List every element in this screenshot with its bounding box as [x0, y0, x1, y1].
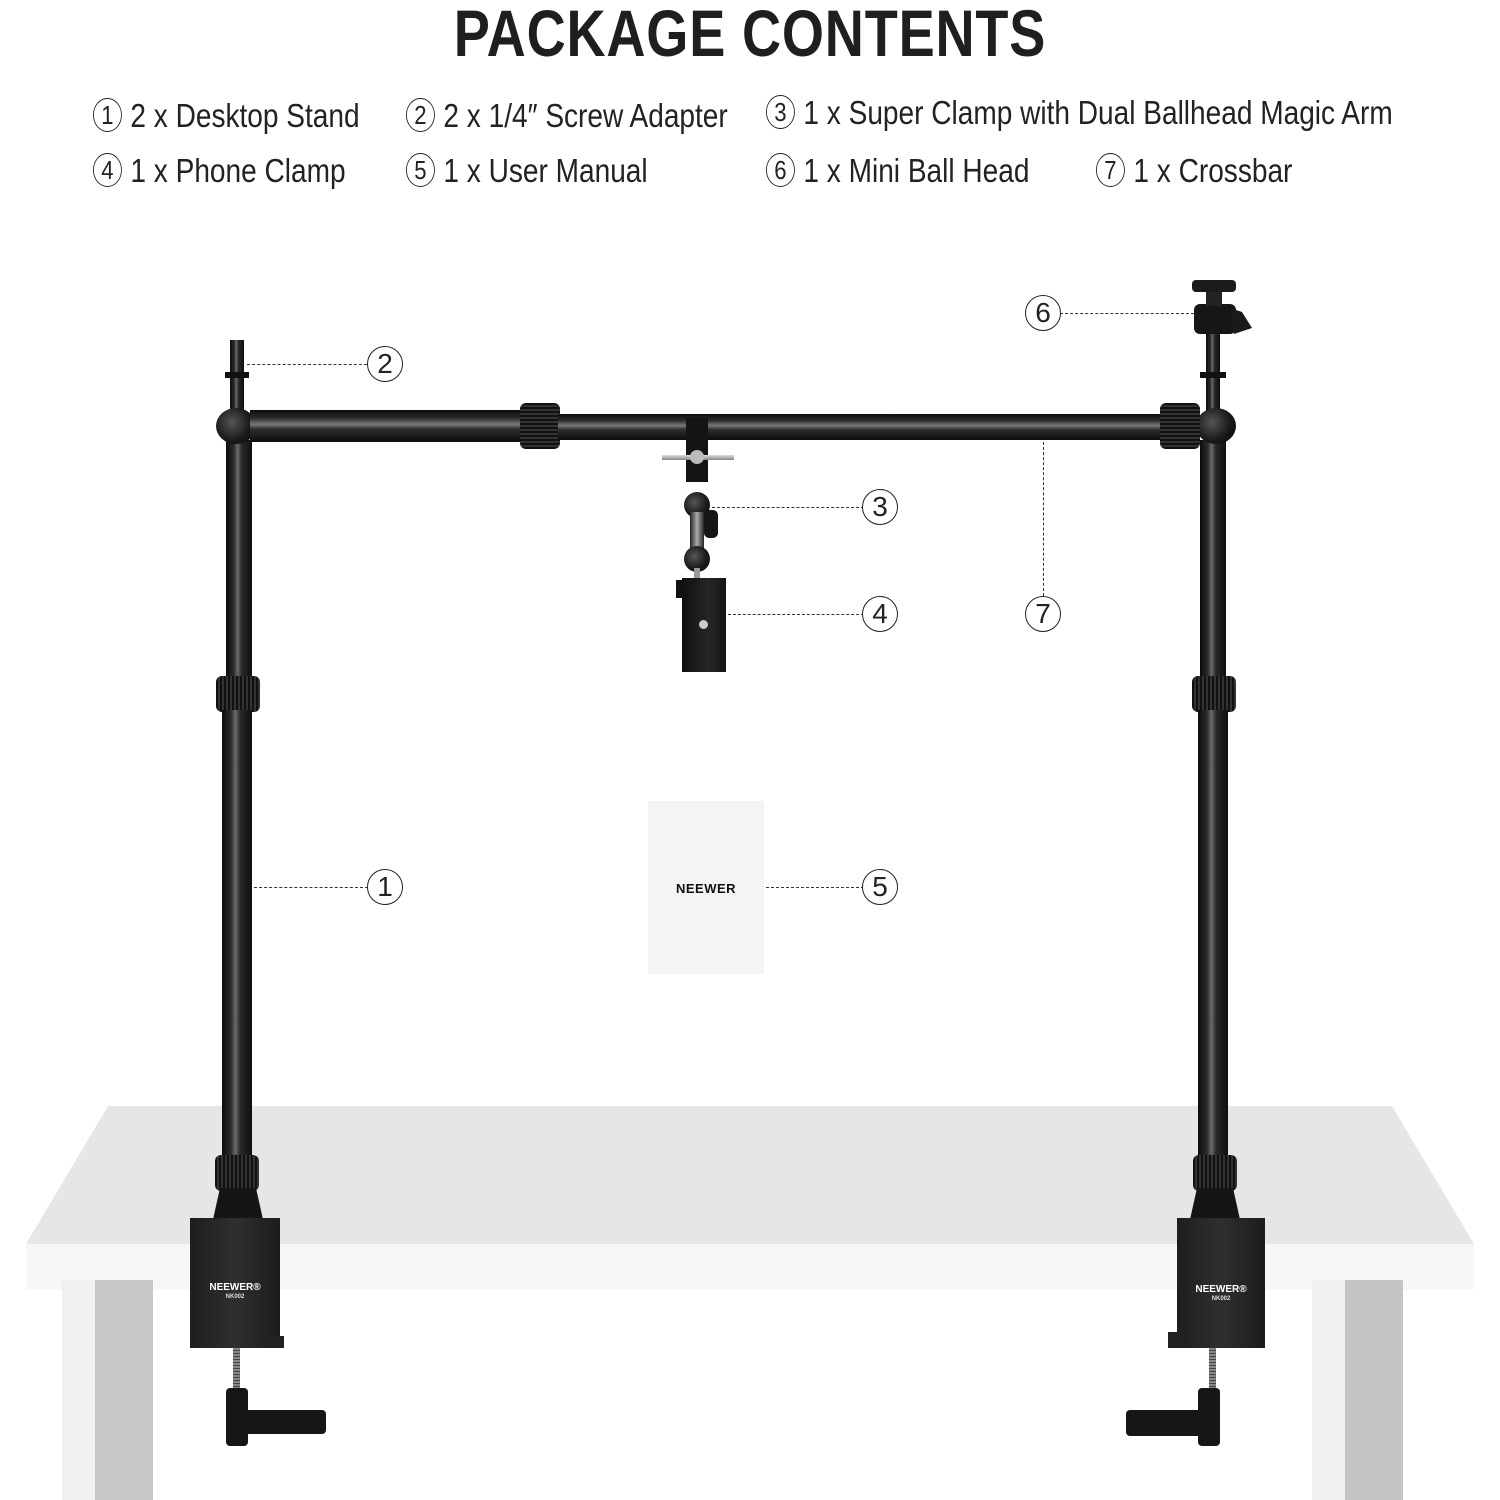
callout-line-2: [247, 364, 367, 365]
left-adapter-ring: [225, 372, 249, 378]
legend-label: 1 x Phone Clamp: [130, 152, 346, 189]
left-stand-upper-tube: [226, 440, 252, 680]
number-3-icon: 3: [766, 95, 795, 130]
legend-label: 2 x 1/4″ Screw Adapter: [443, 97, 728, 134]
clamp-brand: NEEWER®: [1195, 1284, 1247, 1295]
callout-line-3: [712, 507, 864, 508]
legend-label: 1 x Crossbar: [1133, 152, 1293, 189]
phone-clamp: [682, 578, 726, 672]
callout-line-7: [1043, 442, 1044, 596]
mini-ball-head-body: [1194, 304, 1236, 334]
crossbar-coupling-knob: [520, 403, 560, 449]
right-clamp-screw: [1209, 1348, 1216, 1390]
left-corner-joint: [216, 408, 256, 444]
legend-label: 1 x Mini Ball Head: [803, 152, 1030, 189]
left-stand-upper-lock-knob: [216, 676, 260, 712]
legend-label: 1 x User Manual: [443, 152, 648, 189]
magic-arm-screw: [694, 568, 700, 582]
number-6-icon: 6: [766, 153, 795, 188]
callout-2: 2: [367, 346, 403, 382]
mini-ball-head-lever: [1230, 308, 1252, 334]
phone-clamp-screw-icon: [699, 620, 708, 629]
user-manual: NEEWER: [648, 801, 764, 974]
left-clamp-screw: [233, 1348, 240, 1390]
crossbar-right-segment: [558, 414, 1168, 440]
number-1-icon: 1: [93, 98, 122, 133]
callout-line-1: [254, 887, 368, 888]
callout-line-6: [1060, 313, 1194, 314]
magic-arm-lock-knob: [704, 510, 718, 538]
number-2-icon: 2: [406, 98, 435, 133]
left-clamp-lip: [264, 1336, 284, 1348]
left-desk-clamp: NEEWER® NK002: [190, 1218, 280, 1348]
super-clamp-screw-head: [690, 450, 704, 464]
callout-6: 6: [1025, 295, 1061, 331]
phone-clamp-jaw: [676, 580, 684, 598]
clamp-model: NK002: [1211, 1296, 1231, 1302]
number-4-icon: 4: [93, 153, 122, 188]
mini-ball-head-plate: [1192, 280, 1236, 292]
left-stand-bottom-lock-knob: [215, 1155, 259, 1191]
callout-3: 3: [862, 489, 898, 525]
right-stand-bottom-lock-knob: [1193, 1155, 1237, 1191]
legend-label: 2 x Desktop Stand: [130, 97, 360, 134]
callout-1: 1: [367, 869, 403, 905]
callout-4: 4: [862, 596, 898, 632]
magic-arm-body: [690, 512, 704, 552]
magic-arm-lower-ball: [684, 546, 710, 572]
right-desk-clamp: NEEWER® NK002: [1177, 1218, 1265, 1348]
number-5-icon: 5: [406, 153, 435, 188]
callout-line-5: [766, 887, 864, 888]
right-corner-joint: [1196, 408, 1236, 444]
legend-label: 1 x Super Clamp with Dual Ballhead Magic…: [803, 94, 1393, 131]
right-clamp-lip: [1168, 1332, 1182, 1348]
page-title: PACKAGE CONTENTS: [453, 0, 1047, 70]
left-stand-base-cone: [212, 1188, 264, 1224]
right-stand-upper-lock-knob: [1192, 676, 1236, 712]
number-7-icon: 7: [1096, 153, 1125, 188]
right-clamp-handle-lever: [1126, 1410, 1212, 1436]
callout-7: 7: [1025, 596, 1061, 632]
left-stand-lower-tube: [222, 710, 252, 1160]
callout-line-4: [728, 614, 864, 615]
right-stand-lower-tube: [1198, 710, 1228, 1160]
crossbar-left-segment: [250, 410, 530, 442]
left-clamp-handle-lever: [240, 1410, 326, 1434]
right-stand-upper-tube: [1200, 440, 1226, 680]
crossbar-right-knob: [1160, 403, 1200, 449]
clamp-brand: NEEWER®: [209, 1282, 261, 1293]
mini-ball-head-neck: [1206, 292, 1222, 306]
clamp-model: NK002: [225, 1294, 245, 1300]
manual-brand-logo: NEEWER: [675, 881, 737, 896]
right-adapter-ring: [1200, 372, 1226, 378]
right-stand-base-cone: [1189, 1188, 1241, 1224]
callout-5: 5: [862, 869, 898, 905]
